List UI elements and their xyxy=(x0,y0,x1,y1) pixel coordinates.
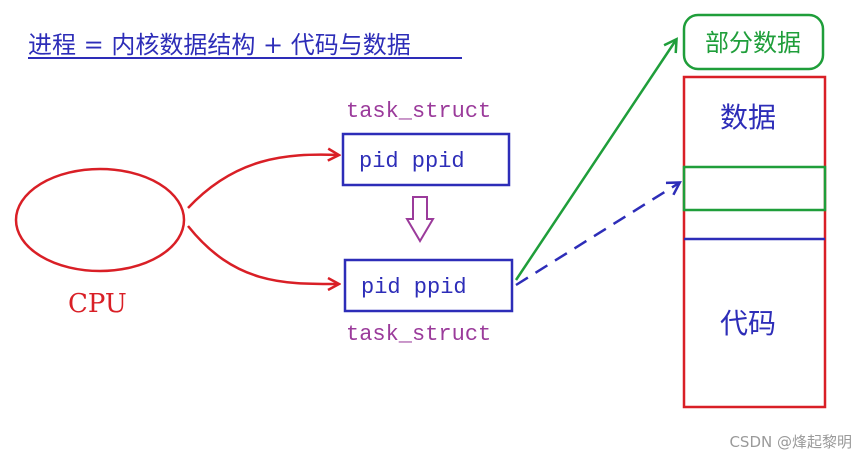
task-struct-top-label: task_struct xyxy=(346,99,491,124)
task-struct-top-box xyxy=(341,132,511,187)
cpu-label: CPU xyxy=(68,289,127,319)
partial-data-box xyxy=(682,13,825,71)
partial-data-label: 部分数据 xyxy=(705,29,801,57)
to-partial-data-arrow xyxy=(514,40,676,281)
to-memory-slot-arrow xyxy=(515,183,679,287)
next-process-arrow-icon xyxy=(405,196,435,243)
memory-block xyxy=(682,75,827,409)
memory-code-label: 代码 xyxy=(720,307,776,340)
memory-data-slot xyxy=(682,165,827,212)
task-struct-bottom-fields: pid ppid xyxy=(361,275,467,300)
task-struct-bottom-label: task_struct xyxy=(346,322,491,347)
diagram-title: 进程 = 内核数据结构 + 代码与数据 xyxy=(28,31,411,59)
task-struct-top-fields: pid ppid xyxy=(359,149,465,174)
watermark: CSDN @烽起黎明 xyxy=(729,433,852,451)
cpu-to-bottom-task-arrow xyxy=(187,225,338,284)
memory-data-label: 数据 xyxy=(720,101,776,134)
cpu-ellipse xyxy=(14,167,186,273)
task-struct-bottom-box xyxy=(343,258,514,313)
cpu-to-top-task-arrow xyxy=(187,155,338,209)
